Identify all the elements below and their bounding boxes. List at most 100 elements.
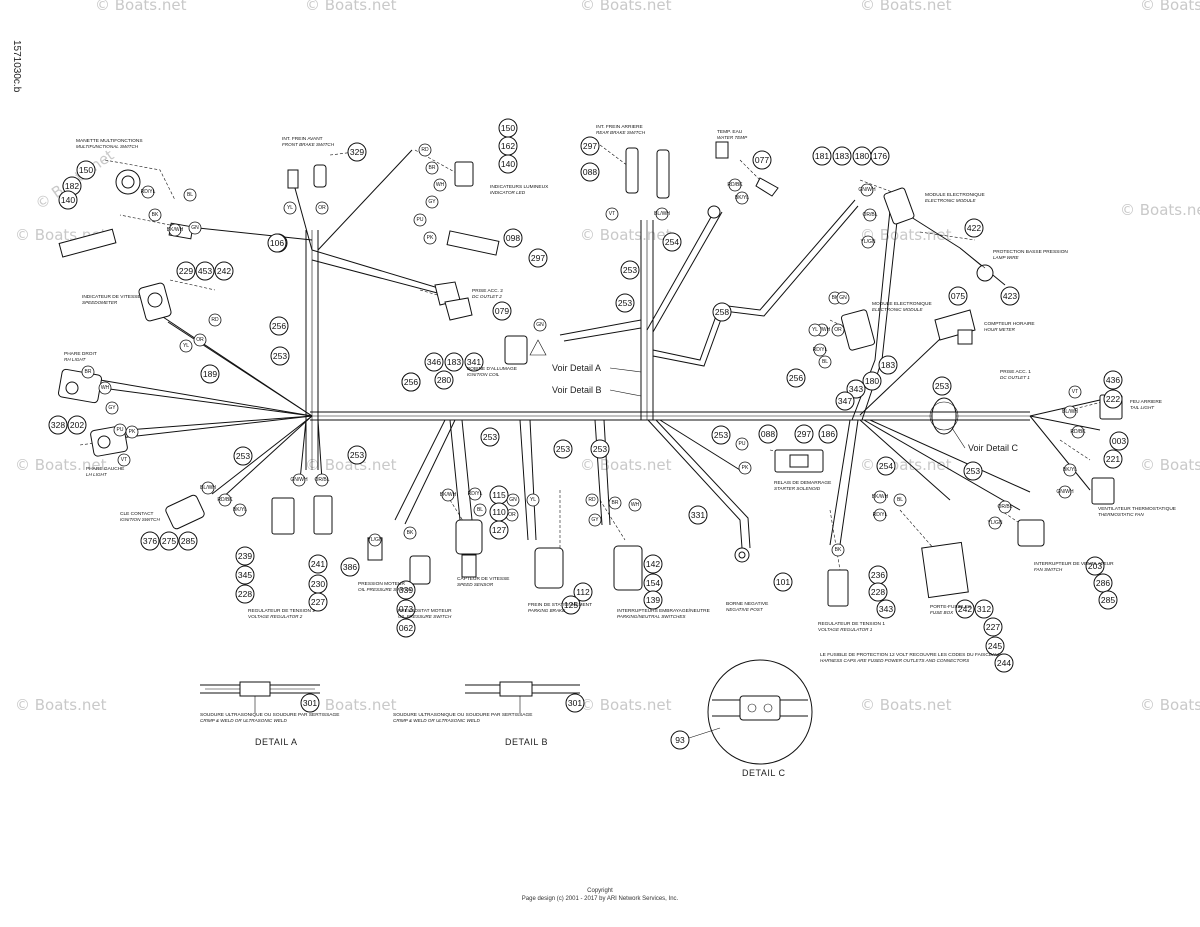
svg-text:285: 285 bbox=[1101, 595, 1115, 605]
svg-text:297: 297 bbox=[797, 429, 811, 439]
callout-228: 228 bbox=[868, 582, 888, 602]
watermark-text: © Boats.net bbox=[860, 696, 952, 714]
svg-text:341: 341 bbox=[467, 357, 481, 367]
left-branches bbox=[99, 149, 446, 501]
svg-text:YL: YL bbox=[287, 205, 293, 211]
watermark-text: © Boats.net bbox=[1140, 456, 1200, 474]
voltage-regulator-1-icon bbox=[827, 569, 849, 607]
callout-345: 345 bbox=[235, 565, 255, 585]
callout-236: 236 bbox=[868, 565, 888, 585]
svg-text:RD/YL: RD/YL bbox=[141, 189, 156, 195]
callout-079: 079 bbox=[492, 301, 512, 321]
svg-text:PHARE DROIT: PHARE DROIT bbox=[64, 351, 97, 357]
svg-text:312: 312 bbox=[977, 604, 991, 614]
wire-color-tag: GN bbox=[836, 291, 850, 305]
detail-a-callout: 301 bbox=[303, 698, 317, 708]
fuse-box-icon bbox=[921, 541, 969, 599]
wire-color-tag: BK/YL bbox=[735, 191, 749, 205]
callout-077: 077 bbox=[752, 150, 772, 170]
svg-text:LAMP WIRE: LAMP WIRE bbox=[993, 255, 1020, 260]
svg-text:MANETTE MULTIFONCTIONS: MANETTE MULTIFONCTIONS bbox=[76, 138, 143, 144]
svg-text:FAN SWITCH: FAN SWITCH bbox=[1034, 567, 1063, 572]
callout-075: 075 bbox=[948, 286, 968, 306]
callout-376: 376 bbox=[140, 531, 160, 551]
svg-text:INDICATEUR DE VITESSE: INDICATEUR DE VITESSE bbox=[82, 294, 141, 300]
harness-label-189: 189 bbox=[200, 364, 220, 384]
callout-154: 154 bbox=[643, 573, 663, 593]
svg-text:FEU ARRIERE: FEU ARRIERE bbox=[1130, 399, 1162, 405]
wire-color-tag: YL/GN bbox=[987, 516, 1003, 530]
svg-text:BK/YL: BK/YL bbox=[233, 507, 247, 513]
svg-text:INT. FREIN AVANT: INT. FREIN AVANT bbox=[282, 136, 323, 142]
callout-140: 140 bbox=[58, 190, 78, 210]
watermark-text: © Boats.net bbox=[860, 226, 952, 244]
negative-post-icon bbox=[734, 547, 750, 563]
callout-139: 139 bbox=[643, 590, 663, 610]
svg-text:221: 221 bbox=[1106, 454, 1120, 464]
svg-text:275: 275 bbox=[162, 536, 176, 546]
callout-328: 328 bbox=[48, 415, 68, 435]
speed-sensor-icon bbox=[455, 519, 483, 578]
wire-color-tag: WH bbox=[433, 178, 447, 192]
watermark-layer: © Boats.net © Boats.net © Boats.net © Boats… bbox=[15, 0, 1200, 714]
callout-229: 229 bbox=[176, 261, 196, 281]
watermark-text: © Boats.net bbox=[1120, 201, 1200, 219]
wire-color-tag: OR/BL bbox=[997, 500, 1013, 514]
wire-color-tag: RD bbox=[418, 143, 432, 157]
svg-text:VT: VT bbox=[609, 211, 615, 217]
wire-color-tag: WH bbox=[628, 498, 642, 512]
svg-text:INT. FREIN ARRIERE: INT. FREIN ARRIERE bbox=[596, 124, 643, 130]
callout-286: 286 bbox=[1093, 573, 1113, 593]
callout-230: 230 bbox=[308, 574, 328, 594]
svg-text:003: 003 bbox=[1112, 436, 1126, 446]
watermark-text: © Boats.net bbox=[305, 0, 397, 14]
callout-346: 346 bbox=[424, 352, 444, 372]
svg-text:182: 182 bbox=[65, 181, 79, 191]
wire-color-tag: BR bbox=[608, 496, 622, 510]
watermark-text: © Boats.net bbox=[305, 456, 397, 474]
callout-329: 329 bbox=[347, 142, 367, 162]
svg-text:142: 142 bbox=[646, 559, 660, 569]
svg-text:423: 423 bbox=[1003, 291, 1017, 301]
watermark-text: © Boats.net bbox=[1140, 0, 1200, 14]
svg-text:TEMP. EAU: TEMP. EAU bbox=[717, 129, 743, 135]
svg-text:BK/YL: BK/YL bbox=[1063, 467, 1077, 473]
callout-202: 202 bbox=[67, 415, 87, 435]
svg-text:347: 347 bbox=[838, 396, 852, 406]
svg-text:088: 088 bbox=[583, 167, 597, 177]
svg-text:OR: OR bbox=[508, 512, 516, 518]
svg-text:RD: RD bbox=[421, 147, 429, 153]
wire-color-tag: GN/WH bbox=[858, 183, 876, 197]
wire-color-tag: RD bbox=[585, 493, 599, 507]
svg-text:BR: BR bbox=[612, 500, 619, 506]
component-label: LE FUSIBLE DE PROTECTION 12 VOLT RECOUVR… bbox=[820, 652, 999, 663]
callout-181: 181 bbox=[812, 146, 832, 166]
callout-227: 227 bbox=[308, 592, 328, 612]
fan-switch-icon bbox=[1017, 519, 1045, 547]
svg-text:ELECTRONIC MODULE: ELECTRONIC MODULE bbox=[872, 307, 923, 312]
wire-color-tag: GN/WH bbox=[1056, 485, 1074, 499]
svg-text:GN: GN bbox=[191, 225, 199, 231]
svg-text:115: 115 bbox=[492, 490, 506, 500]
wire-color-tag: YL bbox=[179, 339, 193, 353]
harness-label-253: 253 bbox=[553, 439, 573, 459]
svg-text:PORTE-FUSIBLES: PORTE-FUSIBLES bbox=[930, 604, 971, 610]
svg-text:253: 253 bbox=[350, 450, 364, 460]
svg-text:PHARE GAUCHE: PHARE GAUCHE bbox=[86, 466, 124, 472]
svg-text:253: 253 bbox=[273, 351, 287, 361]
wire-color-tag: RD/BK bbox=[727, 178, 743, 192]
callout-162: 162 bbox=[498, 136, 518, 156]
voltage-regulator-2-icon bbox=[271, 495, 333, 535]
svg-text:VENTILATEUR THERMOSTATIQUE: VENTILATEUR THERMOSTATIQUE bbox=[1098, 506, 1176, 512]
hour-meter-icon bbox=[934, 309, 976, 345]
svg-text:242: 242 bbox=[958, 604, 972, 614]
detail-b-callout: 301 bbox=[568, 698, 582, 708]
wire-color-tag: YL bbox=[808, 323, 822, 337]
svg-text:BK: BK bbox=[835, 547, 842, 553]
wire-color-tag: VT bbox=[1068, 385, 1082, 399]
